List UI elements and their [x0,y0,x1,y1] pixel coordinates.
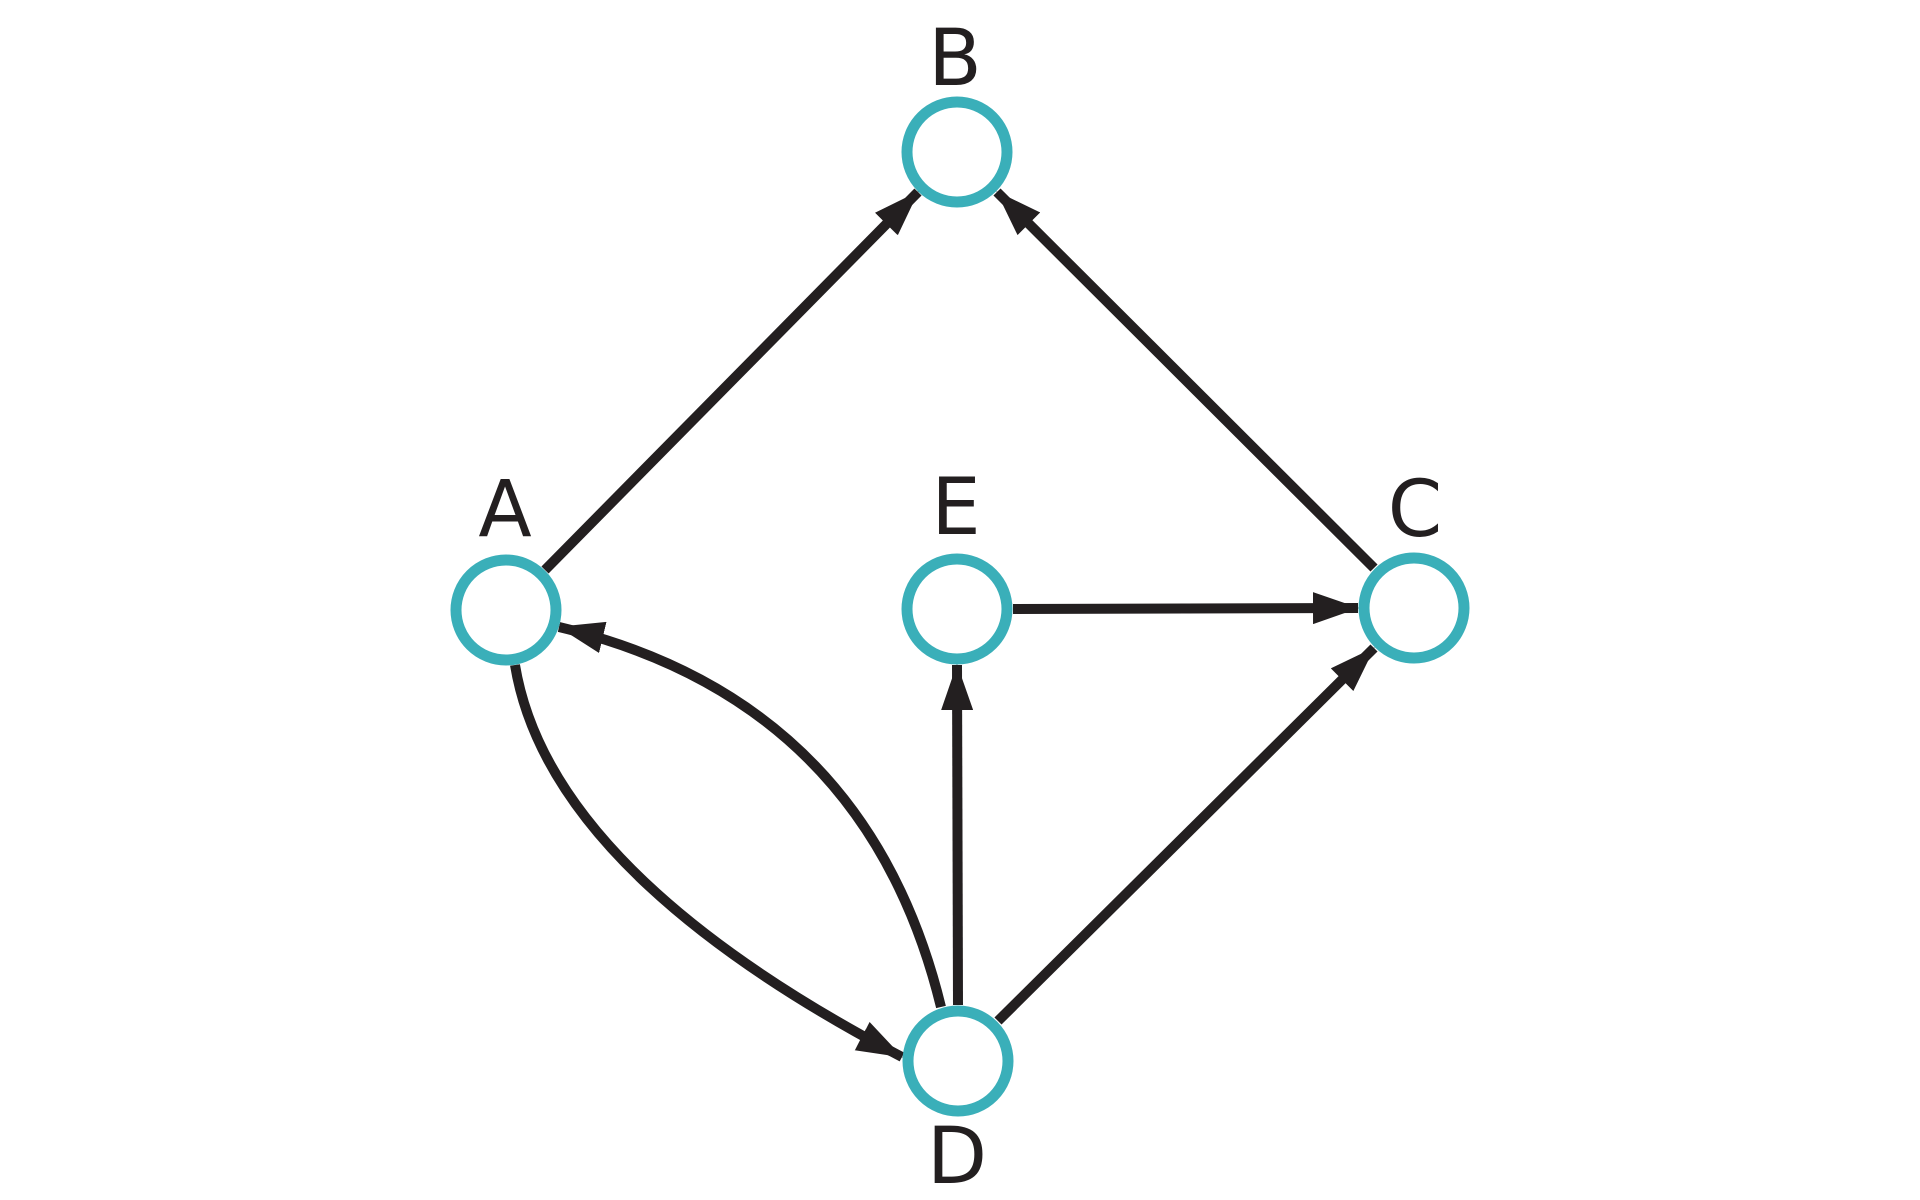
nodes-layer [450,96,1470,1117]
edge-A-B [541,188,922,574]
edge-D-A-curved [557,621,946,1009]
node-B [901,96,1013,208]
node-A [450,554,562,666]
node-E-label: E [931,463,980,553]
edge-A-D-curved [510,664,905,1062]
node-A-label: A [478,465,531,555]
labels-layer: A B C D E [478,14,1442,1200]
edge-D-E [941,664,974,1006]
node-D [902,1005,1014,1117]
edge-C-B [993,188,1378,572]
edge-D-C [994,644,1378,1025]
node-B-label: B [928,14,982,104]
edge-E-C [1012,592,1359,625]
node-C [1358,552,1470,664]
node-C-label: C [1388,465,1442,555]
node-D-label: D [927,1112,987,1200]
node-E [901,553,1013,665]
edges-layer [510,188,1378,1062]
